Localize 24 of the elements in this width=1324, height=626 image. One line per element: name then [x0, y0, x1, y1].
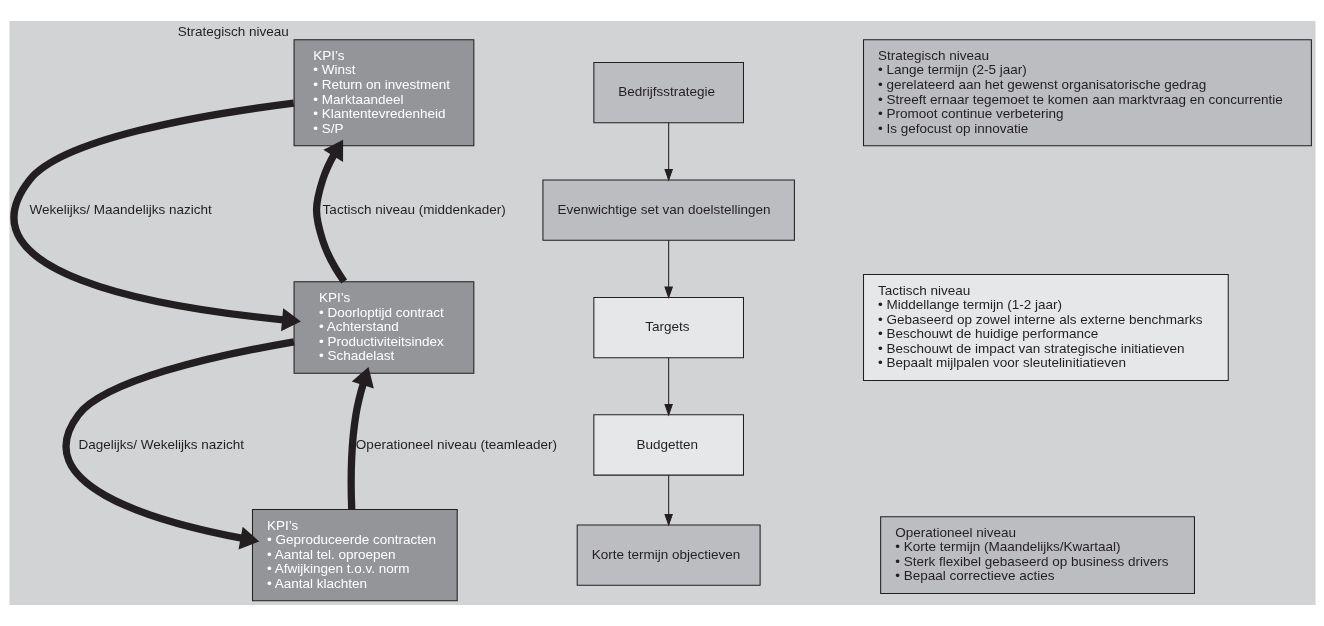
arrow: [62, 338, 295, 550]
node-box: Strategisch niveau • Lange termijn (2-5 jaar) • gerelateerd aan het gewenst organisatorische gedrag • Streeft ernaar tegemoet te komen aan marktvraag en concurrentie • Promoot continue verbetering • Is gefocust op innovatie: [862, 39, 1312, 147]
edge-label: Dagelijks/ Wekelijks nazicht: [77, 436, 244, 452]
edge-label: Wekelijks/ Maandelijks nazicht: [29, 201, 212, 217]
edge-label: Operationeel niveau (teamleader): [355, 436, 557, 452]
node-box: KPI’s • Geproduceerde contracten • Aantal tel. oproepen • Afwijkingen t.o.v. norm • Aantal klachten: [251, 508, 458, 602]
arrow: [663, 357, 673, 417]
node-box: Bedrijfsstrategie: [592, 62, 744, 124]
node-box: Evenwichtige set van doelstellingen: [541, 179, 795, 241]
arrow: [663, 239, 673, 299]
node-label: Strategisch niveau: [177, 23, 289, 39]
node-box: Tactisch niveau • Middellange termijn (1-2 jaar) • Gebaseerd op zowel interne als externe benchmarks • Beschouwt de huidige performance • Beschouwt de impact van strategische initiatieven • Bepaalt mijlpalen voor sleutelinitiatieven: [862, 274, 1229, 382]
arrow: [663, 122, 673, 182]
arrow: [347, 366, 374, 510]
node-box: Budgetten: [592, 414, 744, 476]
node-box: Operationeel niveau • Korte termijn (Maandelijks/Kwartaal) • Sterk flexibel gebaseerd op business drivers • Bepaal correctieve acties: [879, 516, 1195, 595]
node-box: KPI’s • Winst • Return on investment • Marktaandeel • Klantentevredenheid • S/P: [293, 39, 474, 147]
arrow: [663, 474, 673, 527]
arrow: [10, 99, 301, 332]
node-box: Korte termijn objectieven: [576, 524, 761, 586]
node-box: Targets: [592, 296, 744, 359]
node-box: KPI’s • Doorloptijd contract • Achterstand • Productiviteitsindex • Schadelast: [293, 281, 474, 374]
edge-label: Tactisch niveau (middenkader): [322, 201, 506, 217]
arrow: [312, 139, 347, 284]
